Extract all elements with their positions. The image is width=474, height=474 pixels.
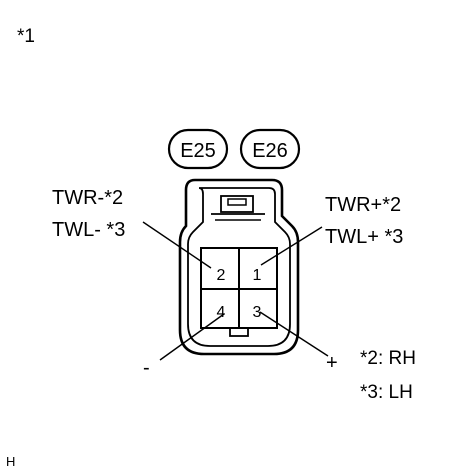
label-twl-plus: TWL+ *3 [325,226,403,248]
note-lh: *3: LH [360,382,413,403]
leader-lines [142,221,329,361]
connector-housing [178,178,300,356]
plus-sign: + [326,352,338,374]
pin-1-label: 1 [253,267,262,284]
label-twr-minus: TWR-*2 [52,187,123,209]
pin-3-label: 3 [253,304,262,321]
label-twr-plus: TWR+*2 [325,194,401,216]
pin-2-label: 2 [217,267,226,284]
footer-mark: H [6,454,15,469]
connector-id-e26-label: E26 [252,140,288,162]
connector-id-e25-label: E25 [180,140,216,162]
minus-sign: - [143,357,150,379]
connector-id-e25: E25 [167,128,229,170]
label-twl-minus: TWL- *3 [52,219,125,241]
corner-note: *1 [17,26,35,47]
pin-4-label: 4 [217,304,226,321]
note-rh: *2: RH [360,348,416,369]
connector-id-e26: E26 [239,128,301,170]
